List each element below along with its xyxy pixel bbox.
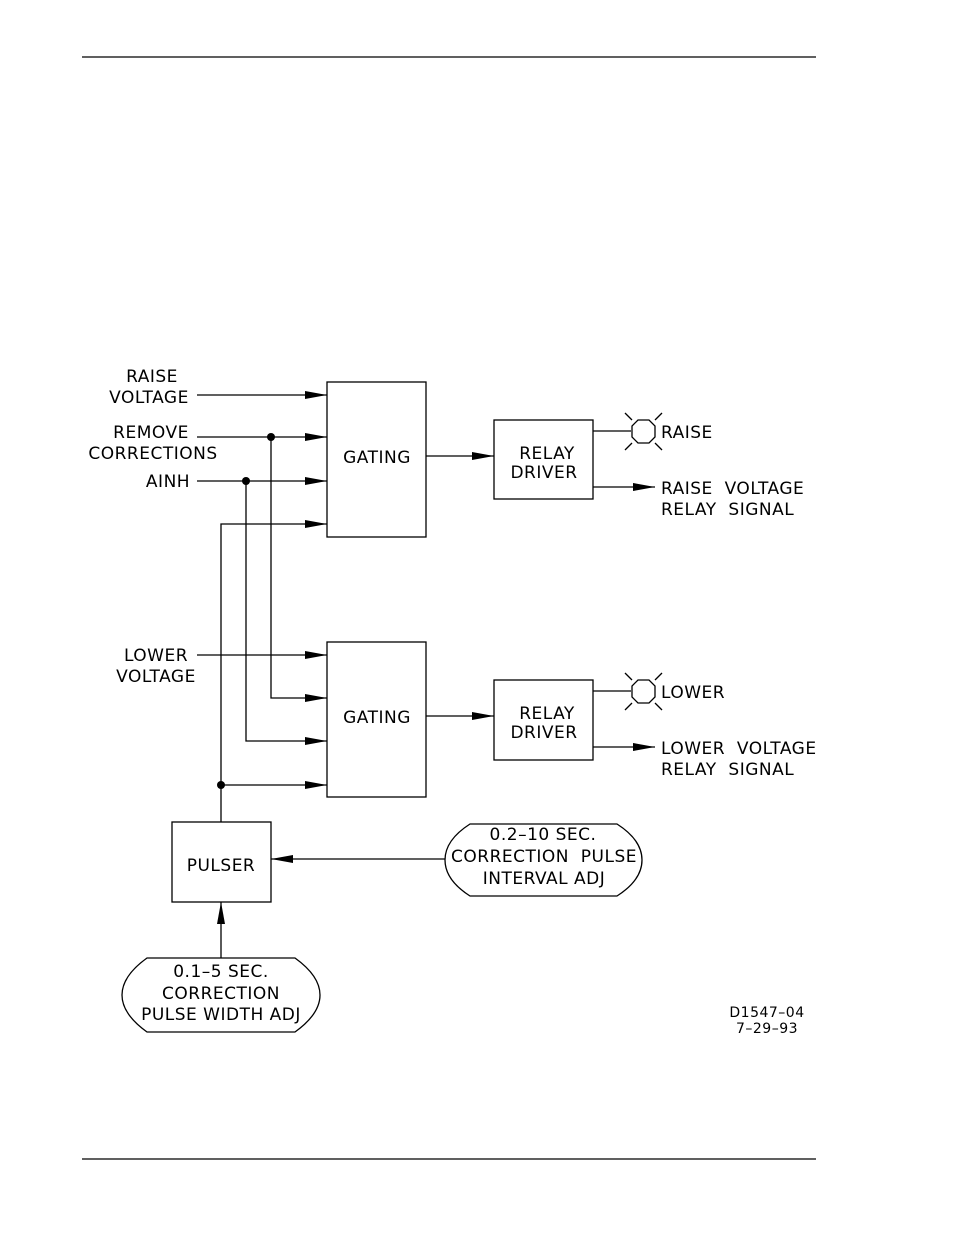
remove-corrections-label-1: REMOVE (113, 423, 189, 443)
ainh-label: AINH (146, 472, 190, 492)
arrow (472, 452, 494, 460)
pulser-block (171, 821, 272, 903)
lower-voltage-label-2: VOLTAGE (116, 667, 196, 687)
arrow (305, 477, 327, 485)
width-adj-label-3: PULSE WIDTH ADJ (141, 1005, 301, 1025)
raise-lamp-rays-icon (624, 412, 663, 451)
gating-bottom-label: GATING (343, 708, 411, 728)
lower-voltage-label-1: LOWER (124, 646, 188, 666)
relay-driver-top-label-2: DRIVER (510, 463, 577, 483)
arrow (633, 743, 655, 751)
arrow (472, 712, 494, 720)
raise-lamp-icon (631, 419, 656, 444)
gating-top-block (326, 381, 427, 538)
relay-driver-bottom-block (493, 679, 594, 761)
ainh-branch (245, 481, 327, 742)
drawing-number: D1547–04 (729, 1005, 804, 1021)
arrow (305, 651, 327, 659)
remove-corrections-label-2: CORRECTIONS (88, 444, 217, 464)
width-adj-label-2: CORRECTION (162, 984, 280, 1004)
raise-lamp-label: RAISE (661, 423, 713, 443)
arrow (633, 483, 655, 491)
pulser-top-wire (220, 523, 327, 785)
interval-adj-terminal (444, 823, 643, 897)
interval-adj-label-2: CORRECTION PULSE (451, 847, 637, 867)
arrow (305, 694, 327, 702)
raise-signal-label-2: RELAY SIGNAL (661, 500, 794, 520)
relay-driver-bottom-label-2: DRIVER (510, 723, 577, 743)
arrow (271, 855, 293, 863)
interval-adj-label-1: 0.2–10 SEC. (490, 825, 597, 845)
lower-lamp-rays-icon (624, 672, 663, 711)
arrow (305, 781, 327, 789)
width-adj-terminal (121, 957, 321, 1033)
arrow (217, 902, 225, 924)
interval-adj-label-3: INTERVAL ADJ (483, 869, 606, 889)
arrow (305, 737, 327, 745)
pulser-label: PULSER (187, 856, 256, 876)
gating-top-label: GATING (343, 448, 411, 468)
lower-lamp-label: LOWER (661, 683, 725, 703)
arrow (305, 433, 327, 441)
raise-voltage-label-1: RAISE (126, 367, 178, 387)
lower-lamp-icon (631, 679, 656, 704)
gating-bottom-block (326, 641, 427, 798)
width-adj-label-1: 0.1–5 SEC. (173, 962, 269, 982)
drawing-date: 7–29–93 (736, 1021, 798, 1037)
relay-driver-top-block (493, 419, 594, 500)
remove-corrections-branch (270, 437, 327, 699)
relay-driver-top-label-1: RELAY (519, 444, 575, 464)
lower-signal-label-1: LOWER VOLTAGE (661, 739, 817, 759)
lower-signal-label-2: RELAY SIGNAL (661, 760, 794, 780)
arrow (305, 520, 327, 528)
relay-driver-bottom-label-1: RELAY (519, 704, 575, 724)
raise-signal-label-1: RAISE VOLTAGE (661, 479, 804, 499)
arrow (305, 391, 327, 399)
raise-voltage-label-2: VOLTAGE (109, 388, 189, 408)
